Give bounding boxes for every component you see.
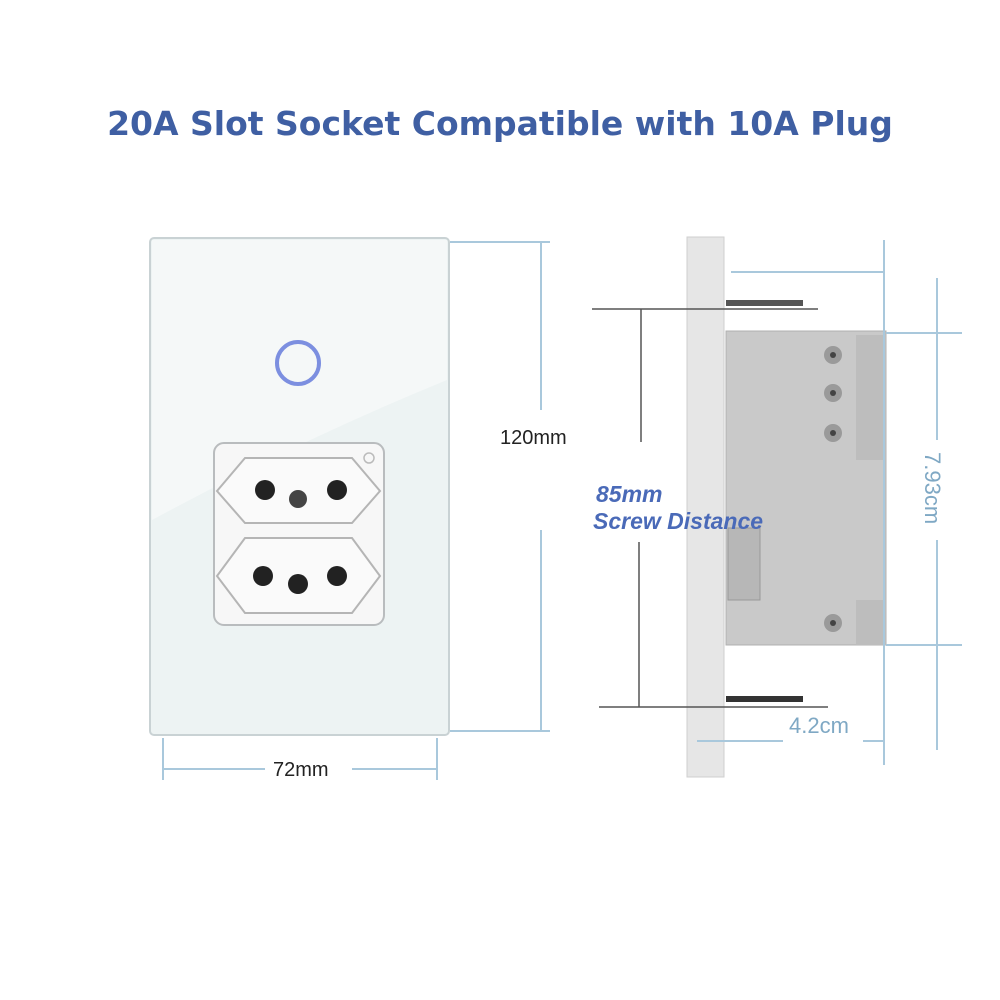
side-depth-label: 4.2cm (789, 713, 849, 738)
front-width-label: 72mm (273, 759, 329, 781)
front-dimension-lines (162, 241, 550, 780)
side-view (686, 236, 887, 778)
side-height-label: 7.93cm (920, 452, 945, 524)
side-dimension-lines (697, 240, 962, 765)
screw-top (726, 300, 803, 306)
product-title: 20A Slot Socket Compatible with 10A Plug (107, 104, 893, 143)
screw-distance-lines (592, 308, 828, 708)
touch-button-icon[interactable] (275, 340, 321, 386)
screw-distance-value: 85mm (596, 481, 662, 507)
screw-distance-label: Screw Distance (593, 508, 763, 534)
front-panel (149, 237, 450, 736)
screw-bottom (726, 696, 803, 702)
front-height-label: 120mm (500, 427, 567, 449)
